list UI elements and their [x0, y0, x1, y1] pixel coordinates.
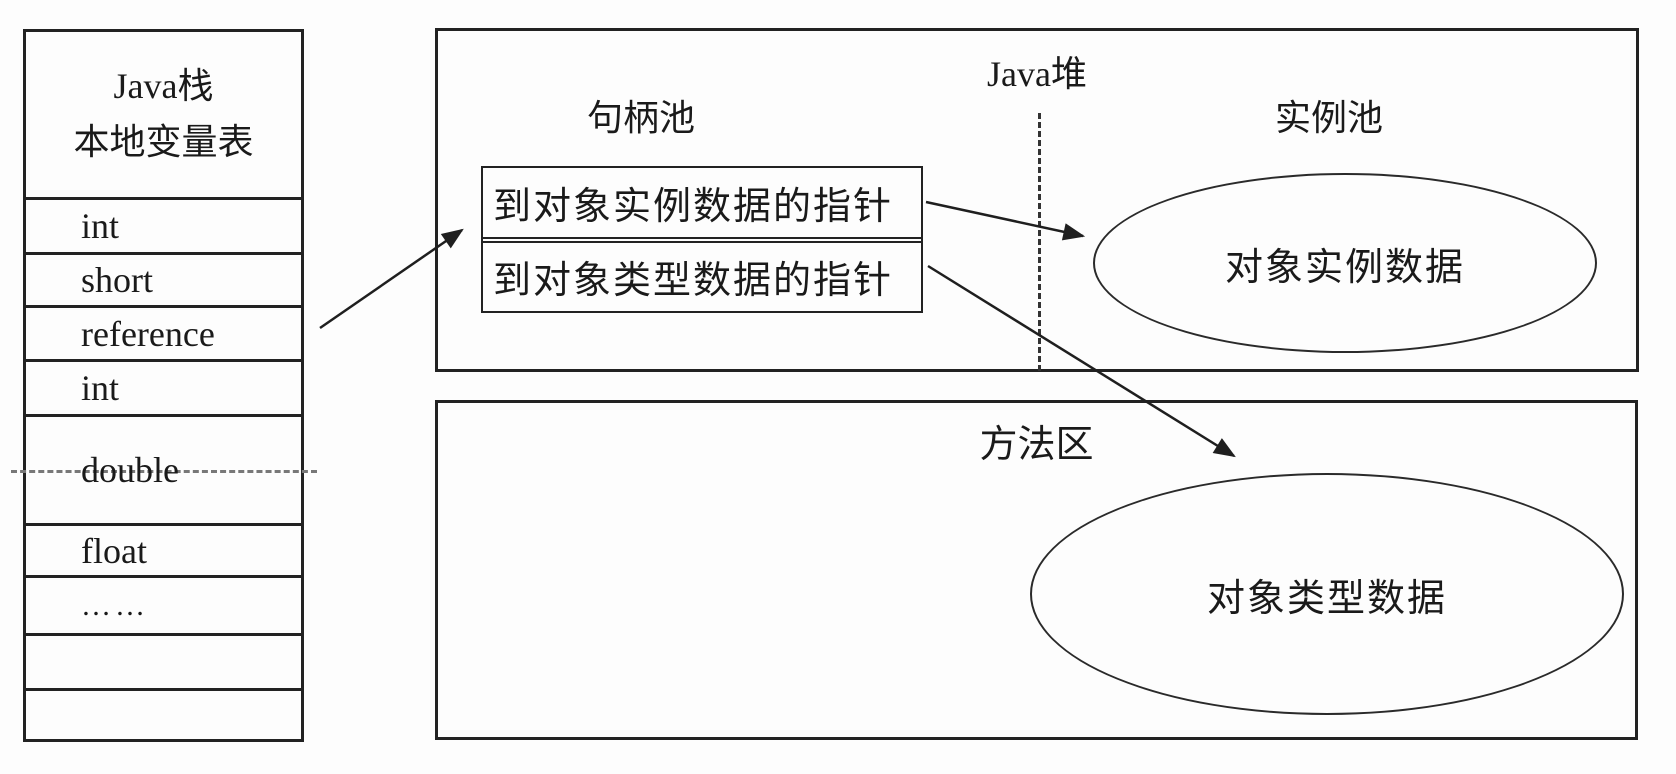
stack-row-float: float	[26, 523, 301, 575]
object-instance-data-label: 对象实例数据	[1224, 246, 1465, 289]
double-slot-dashed-line	[11, 470, 317, 473]
object-instance-data-ellipse: 对象实例数据	[1093, 173, 1597, 353]
object-type-data-label: 对象类型数据	[1206, 577, 1447, 620]
stack-row-short: short	[26, 252, 301, 305]
stack-row-empty-2	[26, 688, 301, 739]
heap-pool-dashed-divider	[1038, 113, 1041, 371]
java-stack-header: Java栈 本地变量表	[26, 32, 301, 197]
method-area-box: 方法区 对象类型数据	[435, 400, 1638, 740]
java-stack-title-line2: 本地变量表	[73, 121, 254, 162]
java-stack-title-line1: Java栈	[113, 65, 214, 106]
handle-pool-label: 句柄池	[586, 98, 696, 138]
object-type-data-ellipse: 对象类型数据	[1030, 473, 1624, 715]
stack-row-int-1: int	[26, 197, 301, 252]
stack-row-empty-1	[26, 633, 301, 688]
stack-row-ellipsis: ……	[26, 575, 301, 633]
method-area-title: 方法区	[979, 424, 1094, 466]
java-stack-table: Java栈 本地变量表 int short reference int doub…	[11, 29, 317, 742]
handle-box: 到对象实例数据的指针 到对象类型数据的指针	[481, 166, 923, 313]
java-heap-title: Java堆	[987, 54, 1087, 94]
stack-row-int-2: int	[26, 359, 301, 414]
instance-pool-label: 实例池	[1274, 98, 1384, 138]
java-heap-box: Java堆 句柄池 实例池 到对象实例数据的指针 到对象类型数据的指针 对象实例…	[435, 28, 1639, 372]
handle-row-instance-data-pointer: 到对象实例数据的指针	[483, 168, 921, 239]
stack-row-double: double	[11, 414, 317, 523]
handle-row-type-data-pointer: 到对象类型数据的指针	[483, 240, 921, 312]
stack-row-reference: reference	[26, 305, 301, 359]
